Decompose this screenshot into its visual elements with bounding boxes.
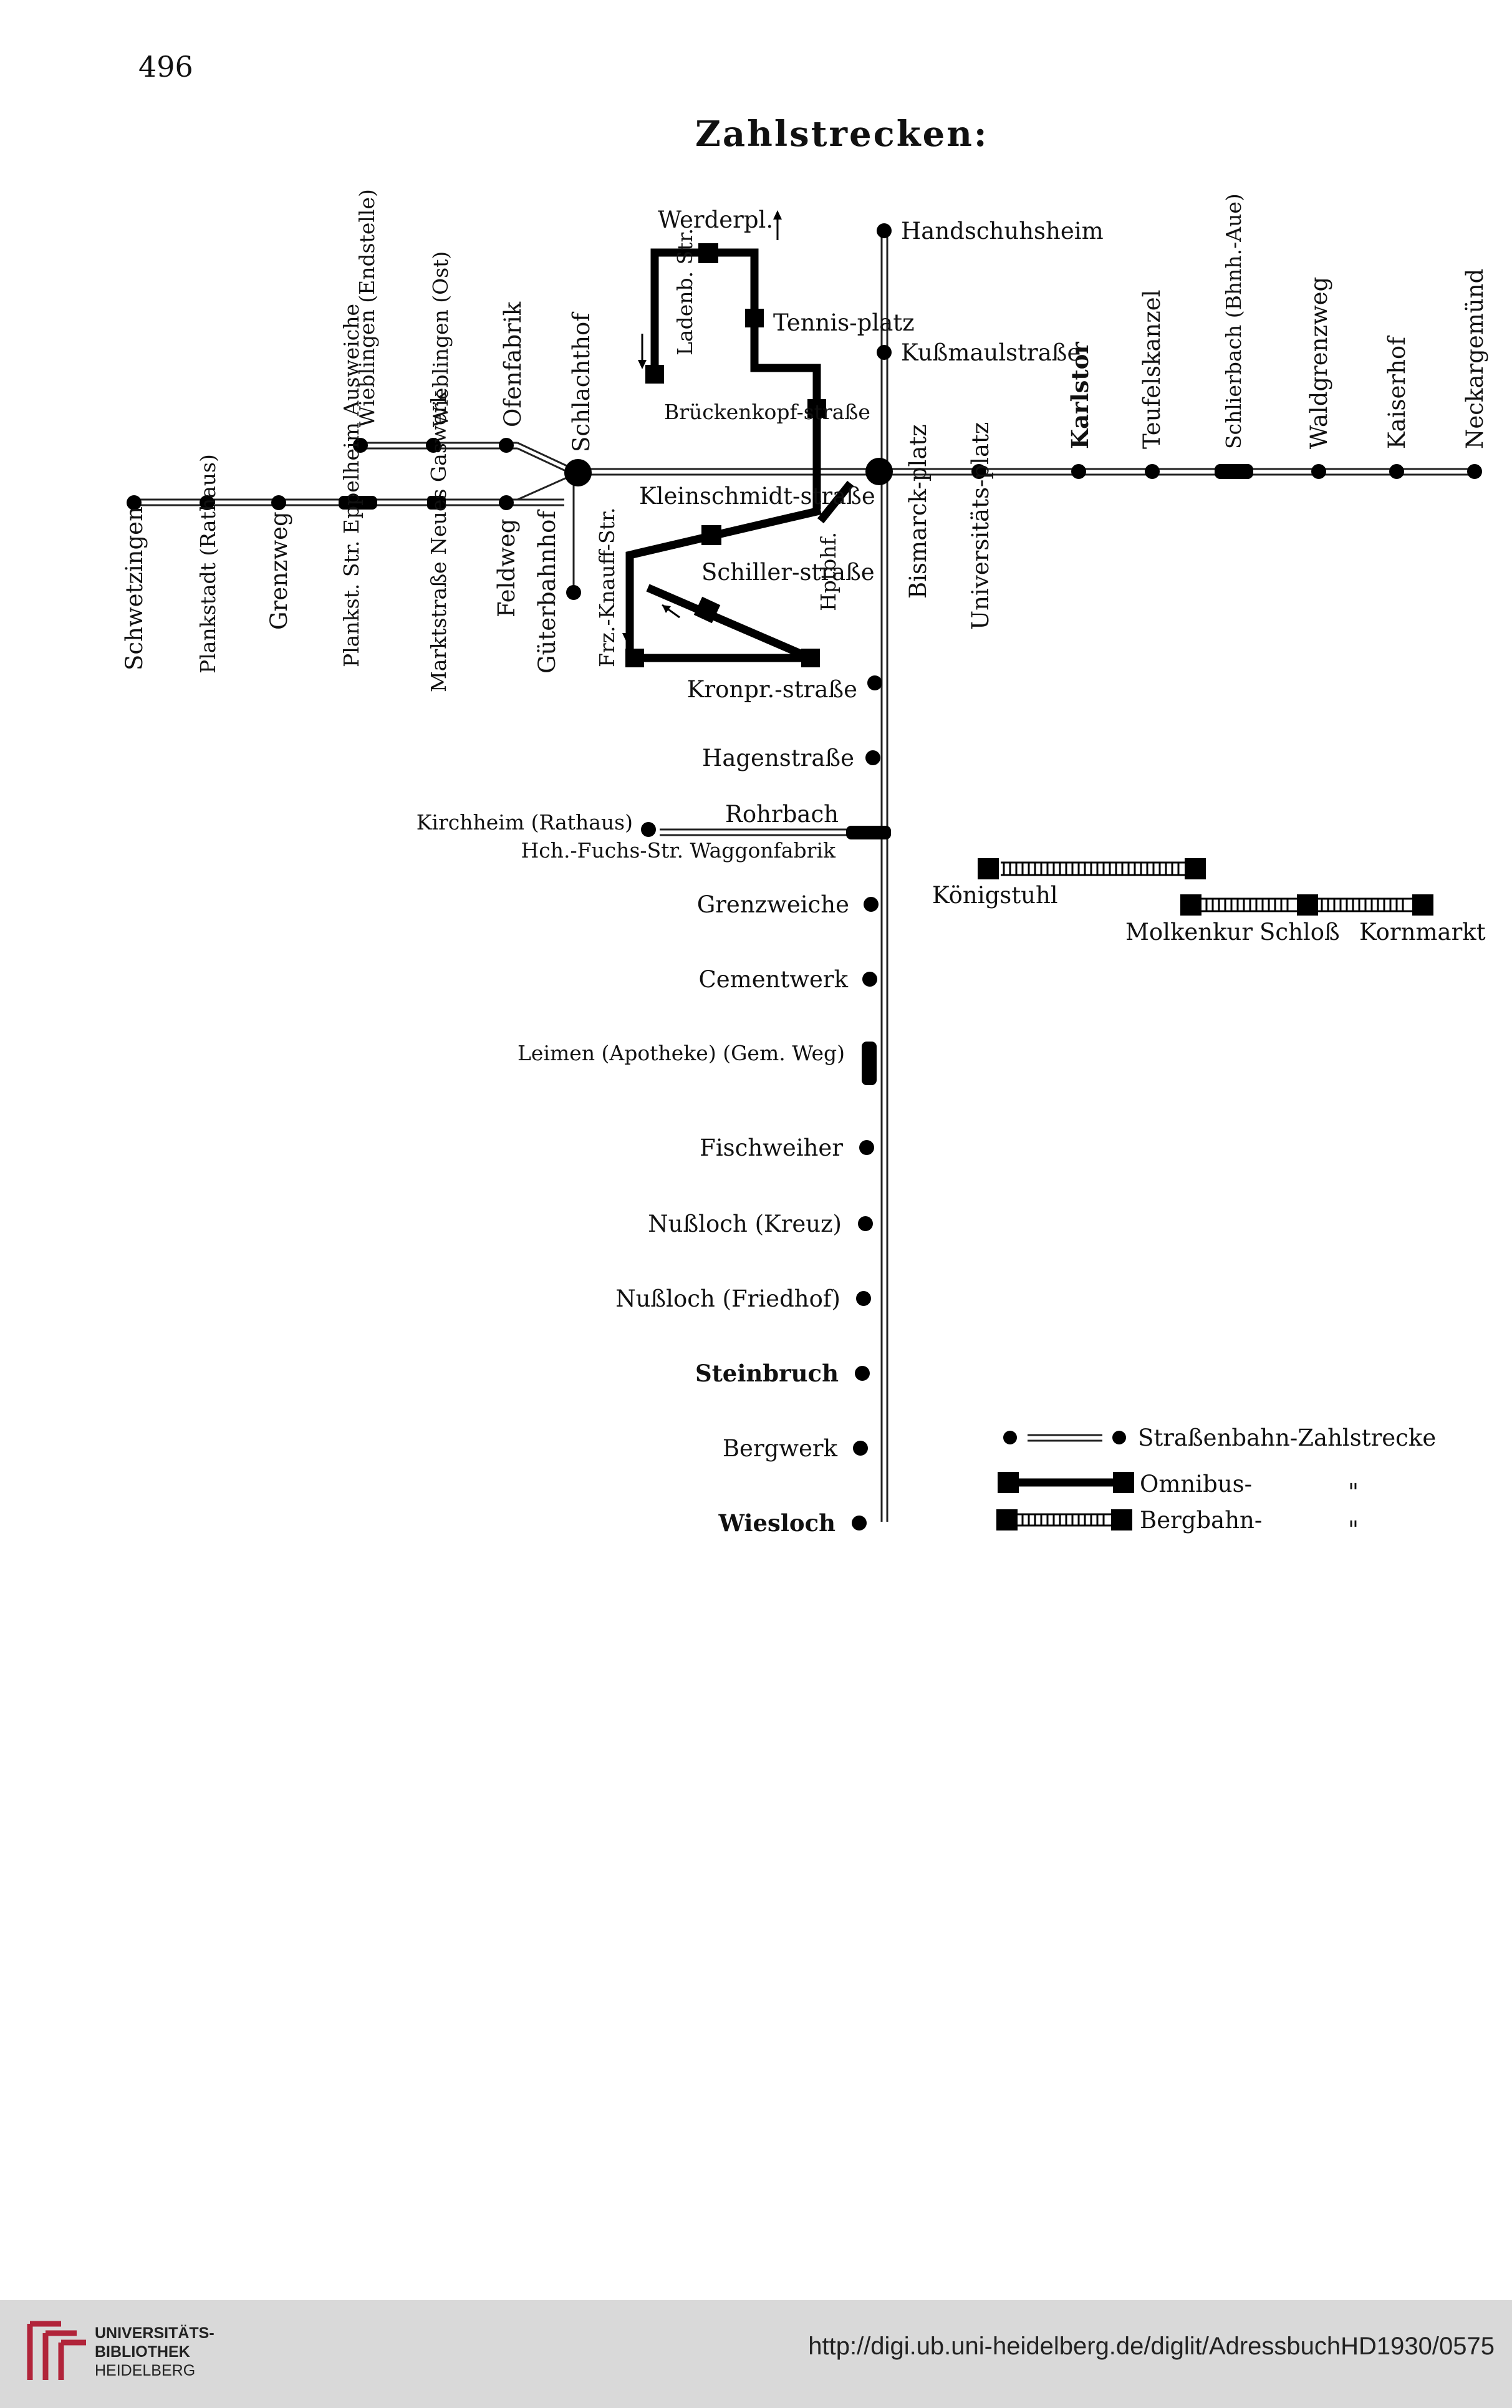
bus-stop-label: Frz.-Knauff-Str. bbox=[595, 508, 619, 667]
stop-label: Hagenstraße bbox=[702, 745, 854, 771]
stop-label: Nußloch (Kreuz) bbox=[648, 1211, 842, 1237]
library-name-line: HEIDELBERG bbox=[95, 2362, 196, 2379]
legend-ditto: " bbox=[1348, 1516, 1359, 1543]
mountain-stop-label: Schloß bbox=[1259, 919, 1340, 945]
legend-ditto: " bbox=[1348, 1479, 1359, 1506]
stop-label: Handschuhsheim bbox=[901, 218, 1104, 244]
bus-stop-label: Brückenkopf-straße bbox=[664, 400, 870, 424]
stop-label: Schlierbach (Bhnh.-Aue) bbox=[1221, 193, 1246, 449]
bus-stop-markers bbox=[622, 210, 826, 667]
page-number: 496 bbox=[138, 50, 193, 84]
mountain-stop-label: Kornmarkt bbox=[1359, 919, 1486, 945]
stop-label: Teufelskanzel bbox=[1139, 290, 1165, 449]
stop-label: Plankst. Str. Eppelheim Ausweiche bbox=[339, 304, 364, 667]
bus-stop-label: Hptbhf. bbox=[816, 532, 840, 611]
tram-stop-markers bbox=[127, 223, 1482, 1530]
library-name-line: UNIVERSITÄTS- bbox=[95, 2324, 214, 2342]
mountain-stop-label: Molkenkur bbox=[1125, 919, 1253, 945]
west-stop-labels: Schwetzingen Plankstadt (Rathaus) Grenzw… bbox=[121, 304, 561, 692]
stop-label: Cementwerk bbox=[698, 966, 848, 993]
bus-stop-label: Schiller-straße bbox=[701, 559, 875, 586]
stop-label: Plankstadt (Rathaus) bbox=[196, 454, 220, 674]
north-stop-labels: Handschuhsheim Kußmaulstraße bbox=[901, 218, 1104, 366]
library-name-line: BIBLIOTHEK bbox=[95, 2343, 190, 2361]
stop-label: Wieblingen (Ost) bbox=[428, 251, 453, 427]
stop-label: Hch.-Fuchs-Str. Waggonfabrik bbox=[521, 838, 836, 863]
stop-label: Ofenfabrik bbox=[499, 301, 526, 427]
stop-label: Neckargemünd bbox=[1461, 269, 1488, 449]
stop-label: Wiesloch bbox=[718, 1509, 836, 1537]
page-title: Zahlstrecken: bbox=[695, 114, 989, 155]
stop-label: Nußloch (Friedhof) bbox=[615, 1285, 840, 1312]
bus-stop-label: Ladenb. Str. bbox=[673, 228, 697, 355]
bus-stop-labels: Werderpl. Ladenb. Str. Tennis-platz Brüc… bbox=[595, 206, 915, 667]
stop-label: Schlachthof bbox=[568, 312, 595, 452]
stop-label: Grenzweiche bbox=[697, 891, 849, 918]
stop-label: Grenzweg bbox=[266, 511, 292, 630]
stop-label: Fischweiher bbox=[700, 1134, 843, 1161]
west-upper-stop-labels: Wieblingen (Endstelle) Wieblingen (Ost) … bbox=[355, 189, 595, 452]
stop-label: Bismarck-platz bbox=[905, 424, 932, 599]
footer-bar: UNIVERSITÄTS- BIBLIOTHEK HEIDELBERG http… bbox=[0, 2300, 1512, 2408]
stop-label: Steinbruch bbox=[695, 1360, 839, 1387]
south-stop-labels: Kronpr.-straße Hagenstraße Rohrbach Hch.… bbox=[518, 676, 857, 1537]
east-stop-labels: Bismarck-platz Universitäts-platz Karlst… bbox=[905, 193, 1488, 630]
mountain-railway-labels: Königstuhl Molkenkur Schloß Kornmarkt bbox=[932, 882, 1486, 945]
stop-label: Waldgrenzweg bbox=[1306, 277, 1332, 449]
stop-label: Universitäts-platz bbox=[967, 422, 994, 630]
stop-label: Kronpr.-straße bbox=[687, 676, 857, 703]
mountain-stop-label: Königstuhl bbox=[932, 882, 1058, 909]
stop-label: Bergwerk bbox=[723, 1435, 838, 1462]
route-map: Schwetzingen Plankstadt (Rathaus) Grenzw… bbox=[121, 189, 1488, 1543]
legend: Straßenbahn-Zahlstrecke Omnibus- " Bergb… bbox=[996, 1424, 1436, 1543]
stop-label: Kaiserhof bbox=[1384, 336, 1410, 449]
library-name: UNIVERSITÄTS- BIBLIOTHEK HEIDELBERG bbox=[95, 2324, 214, 2380]
bus-stop-label: Kleinschmidt-straße bbox=[639, 483, 875, 510]
stop-label: Wieblingen (Endstelle) bbox=[355, 189, 379, 427]
source-url-link[interactable]: http://digi.ub.uni-heidelberg.de/diglit/… bbox=[808, 2333, 1495, 2360]
stop-label: Feldweg bbox=[493, 519, 520, 617]
stop-label: Rohrbach bbox=[725, 801, 839, 828]
legend-bus-label: Omnibus- bbox=[1140, 1471, 1252, 1497]
legend-mountain-label: Bergbahn- bbox=[1140, 1507, 1262, 1534]
library-logo-icon bbox=[27, 2321, 86, 2380]
branch-stop-label: Kirchheim (Rathaus) bbox=[417, 810, 633, 834]
bus-stop-label: Tennis-platz bbox=[773, 309, 915, 336]
mountain-railway bbox=[978, 858, 1433, 916]
stop-label: Marktstraße Neues Gaswerk bbox=[426, 390, 451, 692]
stop-label: Karlstor bbox=[1066, 342, 1094, 449]
legend-tram-label: Straßenbahn-Zahlstrecke bbox=[1138, 1424, 1436, 1451]
tram-line-north-south bbox=[660, 231, 888, 1522]
bus-stop-label: Werderpl. bbox=[658, 206, 773, 233]
stop-label: Leimen (Apotheke) (Gem. Weg) bbox=[518, 1041, 845, 1065]
stop-label: Güterbahnhof bbox=[534, 510, 561, 674]
stop-label: Schwetzingen bbox=[121, 506, 148, 670]
stop-label: Kußmaulstraße bbox=[901, 339, 1081, 366]
